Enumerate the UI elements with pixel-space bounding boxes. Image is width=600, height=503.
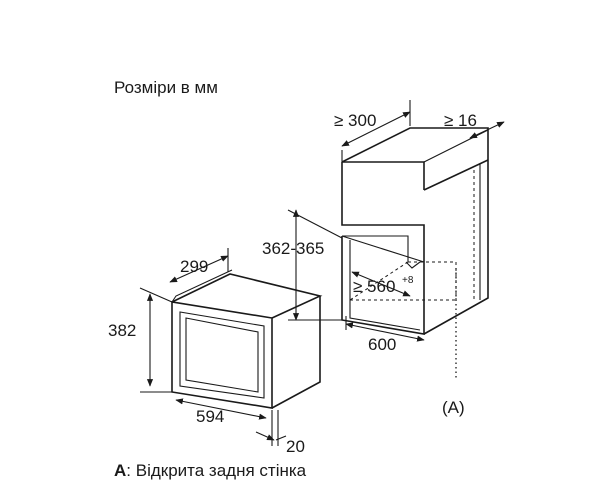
niche-depth-label: ≥ 300 <box>334 111 376 130</box>
oven-dimensions <box>139 248 287 446</box>
niche-width-label: ≥ 560 <box>353 277 395 296</box>
niche-width-tolerance: +8 <box>402 275 414 286</box>
niche-height-label: 362-365 <box>262 239 324 258</box>
cabinet-drawing <box>341 127 489 380</box>
legend: A: Відкрита задня стінка <box>114 461 307 480</box>
legend-key: A <box>114 461 126 480</box>
oven-depth-label: 299 <box>180 257 208 276</box>
cabinet-dimensions <box>287 100 505 342</box>
oven-height-label: 382 <box>108 321 136 340</box>
rear-gap-label: ≥ 16 <box>444 111 477 130</box>
legend-text: : Відкрита задня стінка <box>126 461 306 480</box>
oven-width-label: 594 <box>196 407 224 426</box>
page-title: Розміри в мм <box>114 78 218 97</box>
marker-a: (A) <box>442 398 465 417</box>
cabinet-width-label: 600 <box>368 335 396 354</box>
door-depth-label: 20 <box>286 437 305 456</box>
oven-drawing <box>171 269 323 409</box>
